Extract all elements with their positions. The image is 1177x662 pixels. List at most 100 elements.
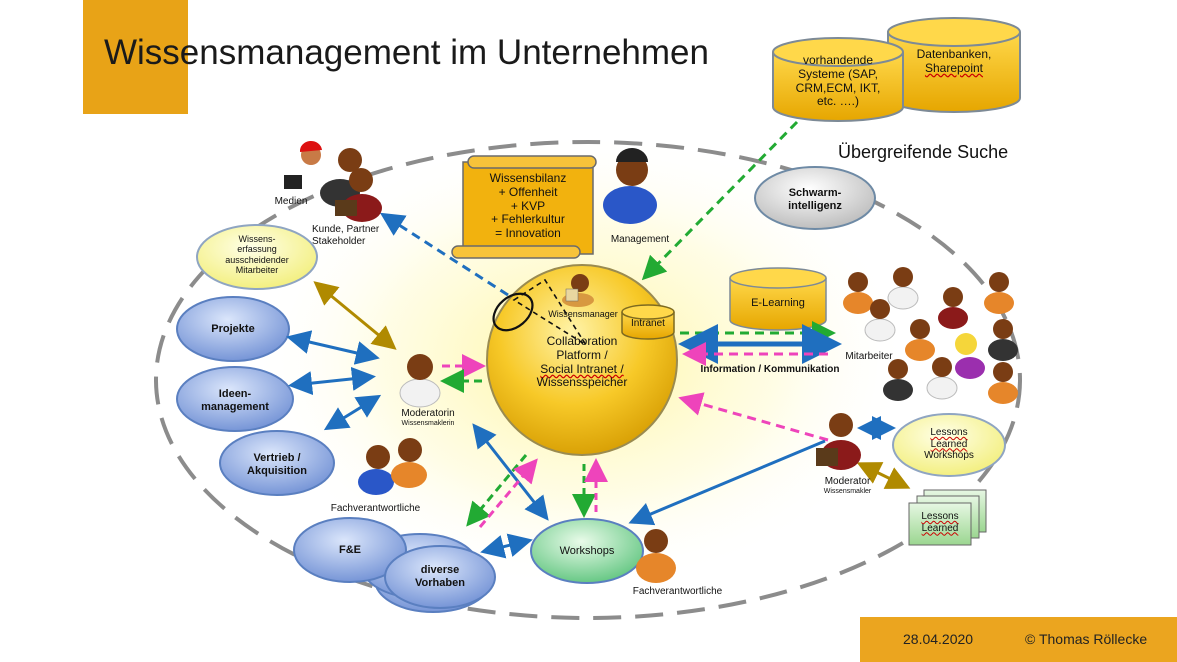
projects-label: Projekte — [211, 323, 255, 335]
platform-line: Social Intranet / — [540, 361, 624, 376]
management-label: Management — [610, 234, 670, 245]
intranet-label: Intranet — [631, 318, 665, 329]
projects-node — [176, 296, 290, 362]
experts-bottom-icon — [636, 529, 676, 583]
footer-bar — [860, 617, 1177, 662]
projects-misc-node — [384, 545, 496, 609]
ll-workshops-label: Lessons Learned Workshops — [909, 427, 989, 462]
knowledge-balance-text: Wissensbilanz + Offenheit + KVP + Fehler… — [466, 171, 590, 241]
databases-line: Sharepoint — [924, 60, 984, 75]
platform-line: Platform / — [556, 347, 608, 362]
moderator-right-arrow — [678, 392, 829, 442]
moderator-workshop-arrow — [628, 439, 826, 526]
capture-line: erfassung — [237, 244, 277, 255]
databases-label: Datenbanken, Sharepoint — [898, 47, 1010, 76]
platform-label: Collaboration Platform / Social Intranet… — [517, 334, 647, 390]
ideas-label: Ideen- management — [185, 388, 285, 413]
ll-workshops-line: Workshops — [924, 450, 974, 461]
rnd-node — [293, 517, 407, 583]
knowledge-balance-scroll — [451, 155, 597, 259]
ll-workshops-line: Learned — [930, 438, 968, 450]
ll-workshops-node — [892, 413, 1006, 477]
ll-arrow — [856, 462, 911, 489]
customer-label: Kunde, Partner Stakeholder — [312, 224, 402, 247]
capture-line: Wissens- — [238, 234, 276, 244]
ll-workshops-line: Lessons — [930, 427, 968, 438]
balance-line: Wissensbilanz — [489, 171, 567, 185]
databases-line: Datenbanken, — [916, 47, 992, 61]
moderator-left-name: Moderatorin — [401, 408, 455, 419]
misc-line: Vorhaben — [415, 576, 465, 589]
experts-left-label: Fachverantwortliche — [330, 503, 421, 514]
moderator-left-label: Moderatorin Wissensmaklerin — [380, 408, 476, 428]
sales-line: Akquisition — [247, 464, 307, 477]
sales-line: Vertrieb / — [253, 452, 301, 464]
media-people-icon — [284, 140, 382, 222]
existing-systems-line: vorhandende — [802, 53, 874, 67]
moderator-right-name: Moderator — [824, 476, 871, 487]
search-arrow — [641, 120, 799, 281]
platform-line: Collaboration — [546, 334, 618, 348]
customer-line: Stakeholder — [312, 235, 366, 247]
ideas-line: Ideen- — [218, 388, 252, 400]
knowledge-capture-label: Wissens- erfassung ausscheidender Mitarb… — [207, 234, 307, 275]
rnd-workshops-arrow — [480, 533, 533, 559]
projects-arrow — [286, 330, 380, 365]
knowledge-capture-node — [196, 224, 318, 290]
sales-label: Vertrieb / Akquisition — [227, 452, 327, 477]
ll-line: Learned — [921, 522, 959, 534]
swarm-line: Schwarm- — [788, 187, 842, 199]
capture-line: ausscheidender — [225, 254, 289, 265]
knowledge-manager-label: Wissensmanager — [548, 309, 618, 319]
moderator-right-icon — [816, 413, 861, 470]
info-communication-label: Information / Kommunikation — [700, 364, 840, 375]
slide-title: Wissensmanagement im Unternehmen — [104, 33, 709, 72]
search-lens — [492, 278, 587, 346]
rnd-pink-arrow — [478, 458, 538, 528]
existing-systems-label: vorhandende Systeme (SAP, CRM,ECM, IKT, … — [785, 53, 891, 109]
moderator-right-label: Moderator Wissensmakler — [800, 476, 895, 496]
lessons-learned-docs — [908, 489, 987, 546]
intranet-cylinder — [621, 304, 675, 340]
balance-line: + Fehlerkultur — [491, 212, 565, 227]
platform-workshops-arrow — [472, 423, 549, 521]
ll-line: Lessons — [921, 511, 959, 522]
ideas-arrow — [288, 366, 376, 396]
media-label: Medien — [274, 196, 308, 207]
customer-line: Kunde, Partner — [312, 224, 380, 235]
organization-boundary — [154, 140, 1022, 620]
workshops-label: Workshops — [559, 545, 615, 557]
swarm-line: intelligenz — [788, 199, 842, 212]
capture-line: Mitarbeiter — [235, 265, 279, 276]
existing-systems-line: CRM,ECM, IKT, — [795, 80, 881, 95]
employees-label: Mitarbeiter — [845, 351, 893, 362]
balance-line: + KVP — [510, 198, 546, 213]
existing-systems-line: Systeme (SAP, — [798, 66, 878, 81]
existing-systems-line: etc. ….) — [816, 94, 859, 109]
media-arrow — [379, 212, 509, 297]
elearning-label: E-Learning — [751, 297, 805, 309]
balance-line: + Offenheit — [498, 184, 558, 199]
search-label: Übergreifende Suche — [838, 142, 1009, 162]
swarm-label: Schwarm- intelligenz — [765, 187, 865, 212]
databases-sharepoint-cylinder — [772, 37, 904, 122]
experts-bottom-label: Fachverantwortliche — [632, 586, 723, 597]
employees-group-icon — [843, 267, 1018, 404]
title-accent-block — [83, 0, 188, 114]
rnd-label: F&E — [339, 544, 361, 556]
ideas-line: management — [201, 400, 269, 413]
moderator-left-icon — [399, 354, 441, 408]
moderator-left-sub: Wissensmaklerin — [401, 419, 455, 427]
existing-systems-database — [887, 17, 1021, 113]
footer-date: 28.04.2020 — [903, 631, 974, 647]
lessons-learned-label: Lessons Learned — [909, 511, 971, 534]
platform-line: Wissensspeicher — [536, 375, 628, 390]
projects-misc-label: diverse Vorhaben — [398, 564, 482, 589]
moderator-right-sub: Wissensmakler — [823, 487, 872, 495]
balance-line: = Innovation — [495, 226, 561, 241]
sales-node — [219, 430, 335, 496]
misc-line: diverse — [420, 564, 460, 576]
swarm-intelligence-node — [754, 166, 876, 230]
management-person-icon — [603, 148, 657, 224]
